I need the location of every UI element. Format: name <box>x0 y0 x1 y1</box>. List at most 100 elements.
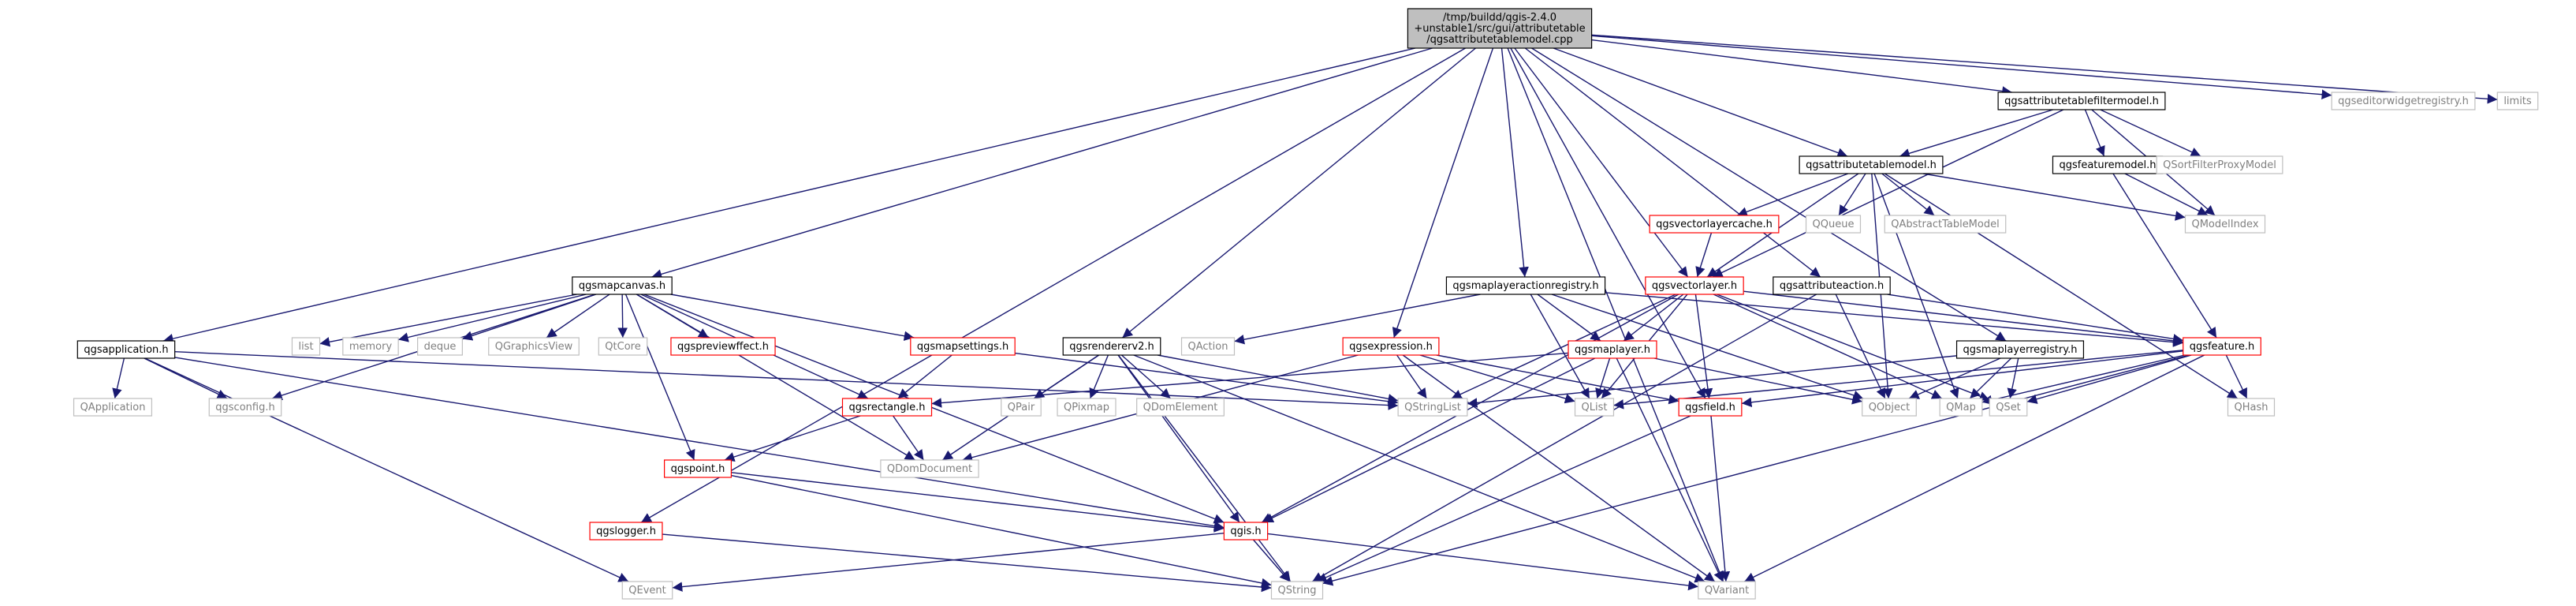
edge <box>1694 294 1713 399</box>
edge-qgsattributetablemodel_h-to-QHash <box>1884 173 2239 399</box>
node-qgsmaplayerregistry-h[interactable]: qgsmaplayerregistry.h <box>1955 340 2085 359</box>
node-box <box>1645 276 1744 295</box>
edge-qgsmapcanvas_h-to-QDomDocument <box>636 294 915 461</box>
node-box <box>589 522 663 541</box>
edge-qgsmaplayerregistry_h-to-QStringList <box>1467 355 1957 408</box>
node-box <box>2184 215 2266 234</box>
edge <box>1262 357 1596 523</box>
edge-qgsfeature_h-to-QSet <box>2026 354 2192 404</box>
edge-qgsvectorlayer_h-to-qgis_h <box>1261 294 1679 523</box>
node-label: memory <box>349 341 393 353</box>
edge-qgspoint_h-to-qgis_h <box>731 472 1225 533</box>
node-box <box>1884 215 2007 234</box>
edge <box>2112 173 2217 339</box>
node-qgraphicsview: QGraphicsView <box>488 337 580 356</box>
node-root[interactable]: /tmp/buildd/qgis-2.4.0+unstable1/src/gui… <box>1407 8 1593 49</box>
edge <box>1736 173 1849 217</box>
node-qdomelement: QDomElement <box>1136 398 1225 417</box>
edge-qgsmaplayer_h-to-QList <box>1595 357 1611 399</box>
node-qgis-h[interactable]: qgis.h <box>1223 522 1269 541</box>
edge <box>1267 533 1698 591</box>
node-qgsattributetablemodel-h[interactable]: qgsattributetablemodel.h <box>1799 155 1944 174</box>
edge <box>1712 109 2064 278</box>
node-label: qgsmapsettings.h <box>917 341 1008 353</box>
edge <box>1653 357 1862 405</box>
edge-qgsfield_h-to-QString <box>1316 415 1691 582</box>
node-label: QPair <box>1008 402 1035 413</box>
edge-qgis_h-to-QEvent <box>672 533 1225 592</box>
edge-qgsexpression_h-to-QVariant <box>1402 354 1716 582</box>
edge <box>1402 354 1716 582</box>
node-label: qgspoint.h <box>671 463 725 475</box>
edge-qgsmapcanvas_h-to-qgsmapsettings_h <box>670 294 915 341</box>
edge <box>174 357 1225 531</box>
edge-qgsmapcanvas_h-to-qgspoint_h <box>624 294 695 461</box>
node-label: qgsvectorlayercache.h <box>1656 219 1773 230</box>
node-qgsfield-h[interactable]: qgsfield.h <box>1678 398 1743 417</box>
edge <box>1120 354 1172 399</box>
node-qgsexpression-h[interactable]: qgsexpression.h <box>1342 337 1440 356</box>
edge-qgsexpression_h-to-qgsfield_h <box>1436 354 1679 405</box>
edge <box>1835 294 1886 399</box>
node-box <box>910 337 1016 356</box>
edge-qgsrendererv2_h-to-QString <box>1117 354 1292 582</box>
edge-qgsvectorlayer_h-to-QMap <box>1713 294 1943 399</box>
node-memory: memory <box>342 337 399 356</box>
edge-root-to-qgseditorwidgetregistry_h <box>1591 35 2332 99</box>
node-qapplication: QApplication <box>73 398 153 417</box>
node-box <box>488 337 580 356</box>
node-box <box>1180 337 1236 356</box>
edge <box>397 294 587 342</box>
edge-qgsfeature_h-to-QString <box>1322 354 2190 586</box>
edge-qgsmaplayer_h-to-qgis_h <box>1262 357 1596 523</box>
node-qgsapplication-h[interactable]: qgsapplication.h <box>76 340 176 359</box>
node-qgsfeature-h[interactable]: qgsfeature.h <box>2183 337 2261 356</box>
node-qgsvectorlayer-h[interactable]: qgsvectorlayer.h <box>1645 276 1744 295</box>
node-qgsrectangle-h[interactable]: qgsrectangle.h <box>841 398 933 417</box>
node-qgspreviewffect-h[interactable]: qgspreviewffect.h <box>670 337 776 356</box>
edge <box>144 357 228 399</box>
edge-qgsrectangle_h-to-QDomDocument <box>893 415 924 461</box>
node-box <box>76 340 176 359</box>
node-qgsmaplayeractionregistry-h[interactable]: qgsmaplayeractionregistry.h <box>1445 276 1606 295</box>
edge <box>1713 294 1943 399</box>
edge-qgsmapsettings_h-to-qgsrectangle_h <box>897 354 952 399</box>
node-box <box>1057 398 1117 417</box>
node-qstring: QString <box>1270 581 1324 600</box>
node-box <box>1799 155 1944 174</box>
edge <box>1117 354 1292 582</box>
node-box <box>1997 92 2166 110</box>
node-qgsattributeaction-h[interactable]: qgsattributeaction.h <box>1773 276 1891 295</box>
node-box <box>1862 398 1917 417</box>
edge <box>1981 354 2185 406</box>
node-box <box>2156 155 2283 174</box>
node-qgsattributetablefiltermodel-h[interactable]: qgsattributetablefiltermodel.h <box>1997 92 2166 110</box>
node-qgsmaplayer-h[interactable]: qgsmaplayer.h <box>1568 340 1657 359</box>
node-qgsmapcanvas-h[interactable]: qgsmapcanvas.h <box>572 276 673 295</box>
node-list: list <box>291 337 321 356</box>
edge-root-to-limits <box>1591 34 2498 104</box>
edge <box>546 294 610 339</box>
node-box <box>1223 522 1269 541</box>
node-deque: deque <box>417 337 463 356</box>
node-qgsfeaturemodel-h[interactable]: qgsfeaturemodel.h <box>2052 155 2164 174</box>
edge <box>2007 357 2019 399</box>
edge-qgsvectorlayer_h-to-qgsmaplayer_h <box>1623 294 1684 342</box>
node-label: qgsrectangle.h <box>848 402 925 413</box>
node-label: qgsfield.h <box>1685 402 1735 413</box>
edge-root-to-qgsmaplayeractionregistry_h <box>1500 47 1529 278</box>
node-box <box>1649 215 1780 234</box>
node-qgsrendererv2-h[interactable]: qgsrendererv2.h <box>1062 337 1161 356</box>
node-qhash: QHash <box>2227 398 2276 417</box>
node-qgsvectorlayercache-h[interactable]: qgsvectorlayercache.h <box>1649 215 1780 234</box>
node-box <box>1270 581 1324 600</box>
edge-qgsfeaturemodel_h-to-qgsfeature_h <box>2112 173 2217 339</box>
node-box <box>73 398 153 417</box>
node-qpixmap: QPixmap <box>1057 398 1117 417</box>
node-qgslogger-h[interactable]: qgslogger.h <box>589 522 663 541</box>
node-qgspoint-h[interactable]: qgspoint.h <box>663 459 733 478</box>
edge <box>1311 294 1817 582</box>
node-qgsmapsettings-h[interactable]: qgsmapsettings.h <box>910 337 1016 356</box>
edge <box>1530 294 1590 399</box>
